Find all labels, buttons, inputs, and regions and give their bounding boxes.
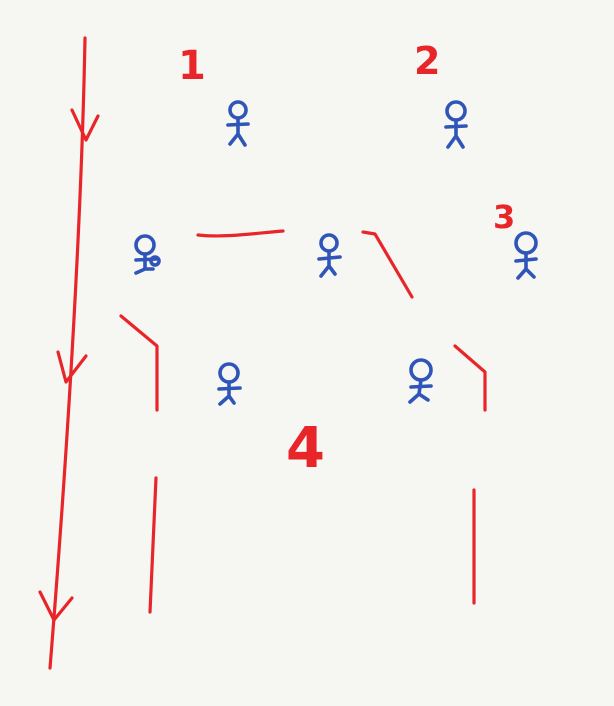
label-2: 2	[414, 39, 440, 83]
stick-figure-icon	[134, 234, 161, 275]
stick-figure-icon	[317, 233, 342, 278]
stick-figure-icon	[444, 100, 468, 149]
label-4: 4	[286, 416, 325, 481]
stick-figure-icon	[408, 358, 433, 404]
barrier-lines	[119, 229, 487, 614]
stick-figure-icon	[514, 231, 538, 280]
down-arrow-icon	[38, 36, 100, 670]
stick-figure-icon	[217, 362, 242, 406]
stick-figure-icon	[226, 100, 250, 147]
label-3: 3	[493, 198, 515, 236]
label-1: 1	[178, 43, 206, 89]
